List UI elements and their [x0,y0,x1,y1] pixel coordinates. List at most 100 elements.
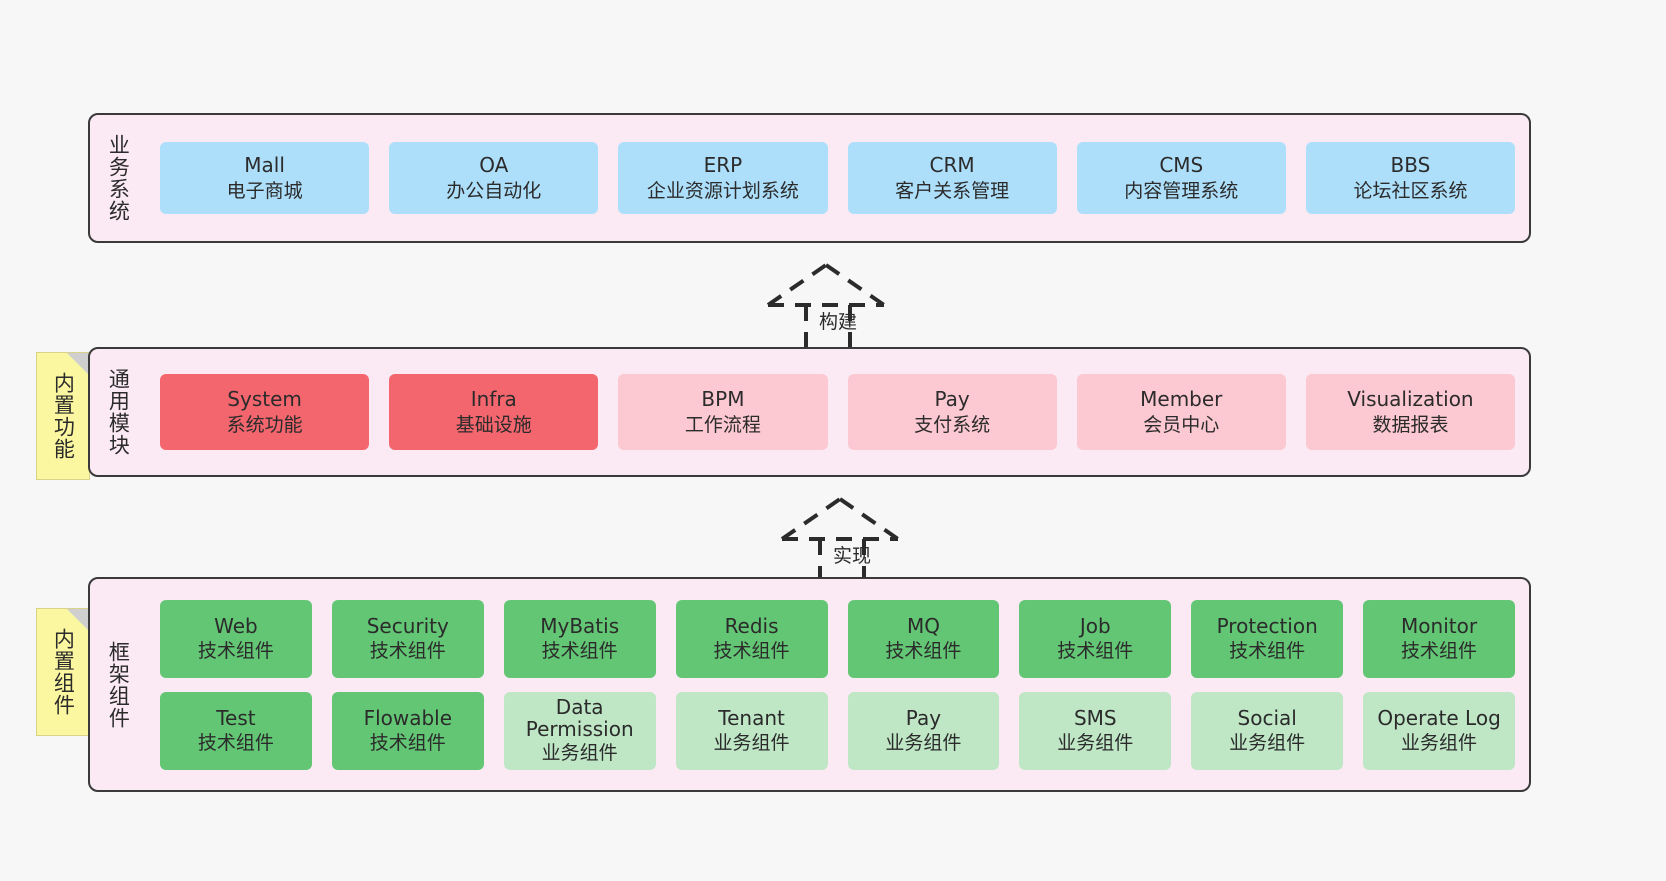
folded-corner-icon [67,353,89,375]
card-title-en: CMS [1159,153,1204,178]
card-title-en: System [227,387,302,412]
card-title-en: BBS [1390,153,1431,178]
card-title-cn: 工作流程 [684,413,761,436]
card-sms[interactable]: SMS 业务组件 [1019,691,1172,770]
card-title-cn: 技术组件 [1401,640,1478,663]
card-title-cn: 论坛社区系统 [1353,179,1468,202]
card-bpm[interactable]: BPM 工作流程 [618,374,828,450]
card-flowable[interactable]: Flowable 技术组件 [331,691,484,770]
card-title-en: BPM [701,387,745,412]
card-title-en: Social [1237,705,1297,730]
card-title-en: Pay [934,387,970,412]
card-title-en: Infra [470,387,517,412]
card-security[interactable]: Security 技术组件 [331,599,484,678]
card-title-cn: 电子商城 [226,179,303,202]
card-test[interactable]: Test 技术组件 [160,691,312,770]
card-title-cn: 技术组件 [1057,640,1134,663]
card-title-cn: 技术组件 [885,640,962,663]
connector-build: 构建 [758,253,918,353]
card-infra[interactable]: Infra 基础设施 [389,374,599,450]
card-title-en: Tenant [718,705,785,730]
layer-business-systems: 业务系统 Mall 电子商城 OA 办公自动化 ERP 企业资源计划系统 CRM… [88,113,1531,243]
card-member[interactable]: Member 会员中心 [1076,374,1286,450]
sticky-note-label: 内置功能 [51,372,76,460]
card-title-cn: 支付系统 [914,413,991,436]
card-title-en: Protection [1216,613,1318,638]
card-system[interactable]: System 系统功能 [160,374,370,450]
card-title-cn: 客户关系管理 [895,179,1010,202]
card-title-cn: 技术组件 [1229,640,1306,663]
connector-label-implement: 实现 [832,545,872,567]
sticky-note-label: 内置组件 [51,628,76,716]
card-title-en: Security [366,613,449,638]
card-web[interactable]: Web 技术组件 [160,599,312,678]
card-title-en: Test [216,705,256,730]
card-title-cn: 业务组件 [713,732,790,755]
card-title-cn: 技术组件 [541,640,618,663]
card-title-cn: 基础设施 [455,413,532,436]
card-title-en: Data Permission [525,694,634,742]
card-protection[interactable]: Protection 技术组件 [1191,599,1344,678]
layer-label-framework-components: 框架组件 [106,640,131,729]
card-title-cn: 业务组件 [1401,732,1478,755]
folded-corner-icon [67,609,89,631]
card-erp[interactable]: ERP 企业资源计划系统 [618,142,828,214]
card-oa[interactable]: OA 办公自动化 [389,142,599,214]
layer-label-common-modules: 通用模块 [106,368,131,456]
card-title-en: ERP [703,153,743,178]
card-title-cn: 企业资源计划系统 [646,179,799,202]
card-crm[interactable]: CRM 客户关系管理 [847,142,1057,214]
card-title-cn: 技术组件 [197,732,274,755]
card-title-en: Operate Log [1377,705,1501,730]
business-systems-row: Mall 电子商城 OA 办公自动化 ERP 企业资源计划系统 CRM 客户关系… [160,142,1516,214]
card-social[interactable]: Social 业务组件 [1191,691,1344,770]
card-mybatis[interactable]: MyBatis 技术组件 [503,599,656,678]
card-cms[interactable]: CMS 内容管理系统 [1076,142,1286,214]
card-monitor[interactable]: Monitor 技术组件 [1363,599,1515,678]
card-title-en: CRM [929,153,975,178]
layer-body-business-systems: Mall 电子商城 OA 办公自动化 ERP 企业资源计划系统 CRM 客户关系… [146,115,1529,241]
common-modules-row: System 系统功能 Infra 基础设施 BPM 工作流程 Pay 支付系统… [160,374,1516,450]
card-job[interactable]: Job 技术组件 [1019,599,1172,678]
framework-components-row-1: Web 技术组件 Security 技术组件 MyBatis 技术组件 Redi… [160,599,1515,678]
card-title-cn: 技术组件 [713,640,790,663]
card-title-en: Redis [724,613,779,638]
card-bbs[interactable]: BBS 论坛社区系统 [1305,142,1516,214]
card-title-en: Mall [244,153,285,178]
card-title-cn: 数据报表 [1372,413,1449,436]
card-operate-log[interactable]: Operate Log 业务组件 [1363,691,1515,770]
card-tenant[interactable]: Tenant 业务组件 [675,691,828,770]
card-title-en: SMS [1073,705,1117,730]
card-title-cn: 业务组件 [541,741,618,764]
card-title-cn: 系统功能 [226,413,303,436]
card-title-cn: 办公自动化 [446,179,542,202]
card-title-cn: 会员中心 [1143,413,1220,436]
sticky-note-builtin-features: 内置功能 [36,352,90,480]
card-title-en: OA [479,153,509,178]
card-pay[interactable]: Pay 支付系统 [847,374,1057,450]
layer-common-modules: 通用模块 System 系统功能 Infra 基础设施 BPM 工作流程 Pay… [88,347,1531,477]
card-title-cn: 内容管理系统 [1124,179,1239,202]
card-pay-component[interactable]: Pay 业务组件 [847,691,1000,770]
card-title-en: Web [214,613,258,638]
generalization-arrow-icon [766,263,886,351]
layer-label-business-systems: 业务系统 [106,134,131,222]
card-visualization[interactable]: Visualization 数据报表 [1305,374,1516,450]
card-title-cn: 业务组件 [885,732,962,755]
connector-implement: 实现 [772,487,932,587]
card-title-cn: 业务组件 [1229,732,1306,755]
layer-body-common-modules: System 系统功能 Infra 基础设施 BPM 工作流程 Pay 支付系统… [146,349,1529,475]
card-title-en: Flowable [363,705,453,730]
card-title-cn: 技术组件 [197,640,274,663]
card-mq[interactable]: MQ 技术组件 [847,599,1000,678]
card-data-permission[interactable]: Data Permission 业务组件 [503,691,656,770]
card-title-cn: 技术组件 [369,640,446,663]
card-redis[interactable]: Redis 技术组件 [675,599,828,678]
card-title-cn: 业务组件 [1057,732,1134,755]
card-title-cn: 技术组件 [369,732,446,755]
card-title-en: Member [1140,387,1223,412]
card-title-en: MyBatis [540,613,620,638]
card-title-en: Monitor [1401,613,1478,638]
card-mall[interactable]: Mall 电子商城 [160,142,370,214]
